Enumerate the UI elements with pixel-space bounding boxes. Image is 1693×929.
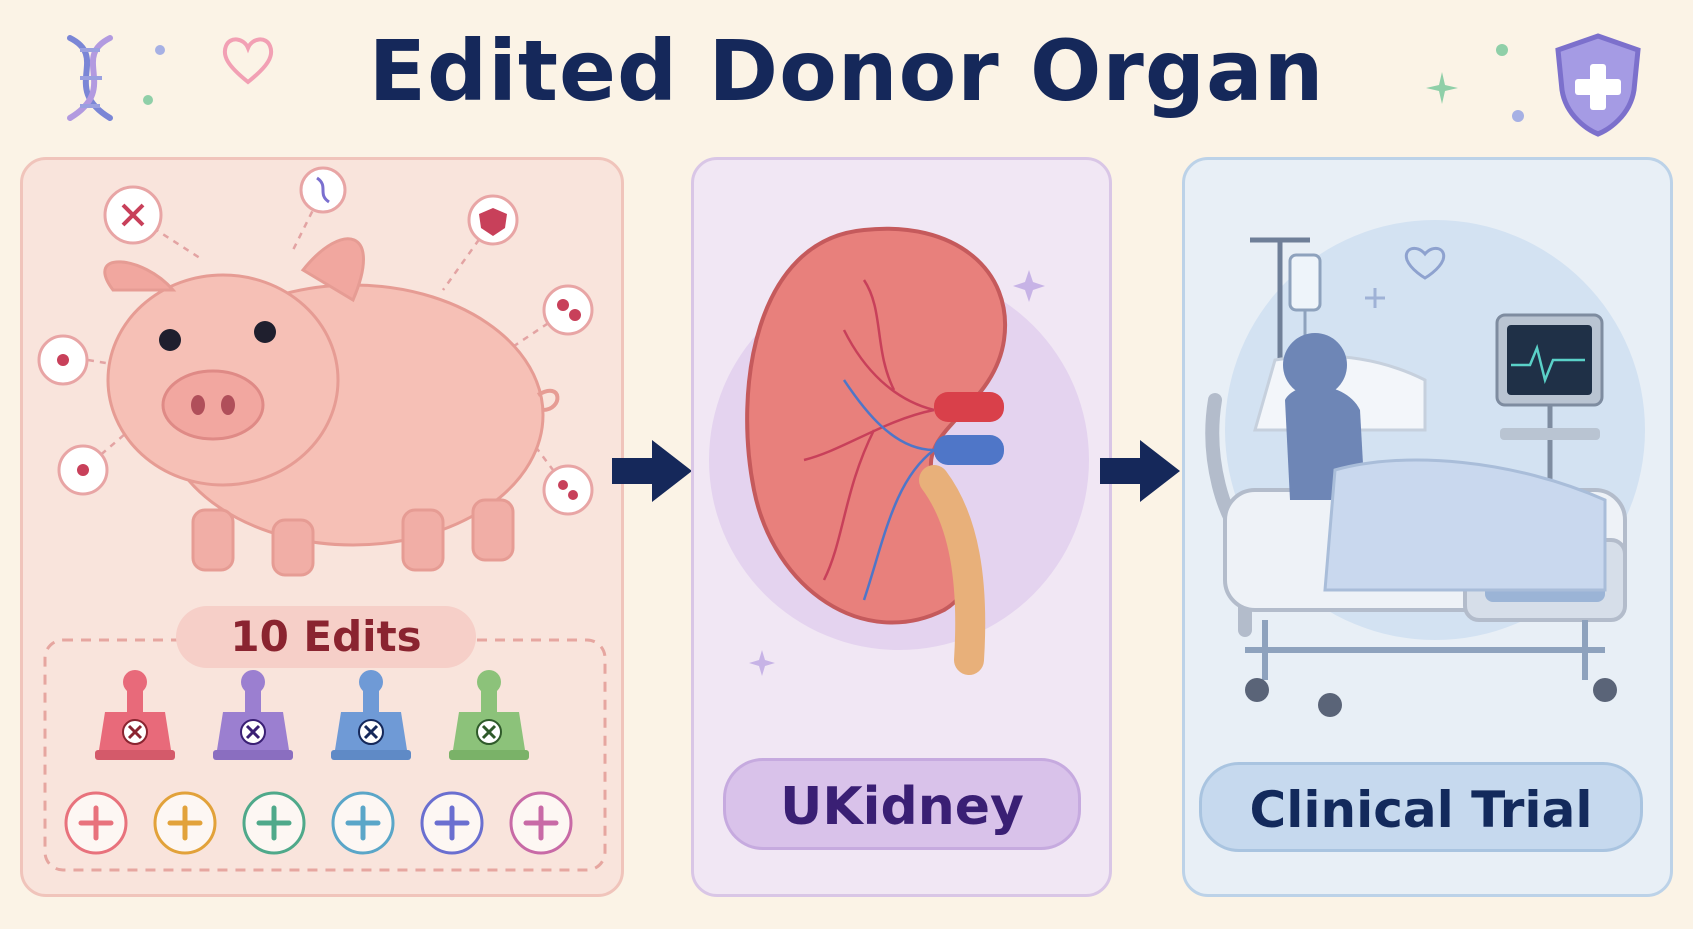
dot-decoration — [143, 45, 165, 105]
dna-icon — [67, 35, 113, 121]
panel-clinical-trial: Clinical Trial — [1182, 157, 1673, 897]
panel-edited-pig: 10 Edits — [20, 157, 624, 897]
hospital-bed-icon — [1205, 220, 1645, 717]
ukidney-label: UKidney — [723, 758, 1081, 850]
panel-ukidney: UKidney — [691, 157, 1112, 897]
edits-label: 10 Edits — [176, 606, 476, 668]
pig-icon — [37, 166, 607, 872]
page-title: Edited Donor Organ — [368, 22, 1325, 120]
arrow-right-icon — [1100, 440, 1180, 502]
sparkle-icon — [1426, 72, 1458, 104]
dot-decoration-right — [1496, 44, 1524, 122]
shield-icon — [1555, 33, 1641, 137]
heart-icon — [222, 37, 274, 85]
clinical-trial-label: Clinical Trial — [1199, 762, 1643, 852]
kidney-icon — [709, 226, 1089, 676]
arrow-right-icon — [612, 440, 692, 502]
